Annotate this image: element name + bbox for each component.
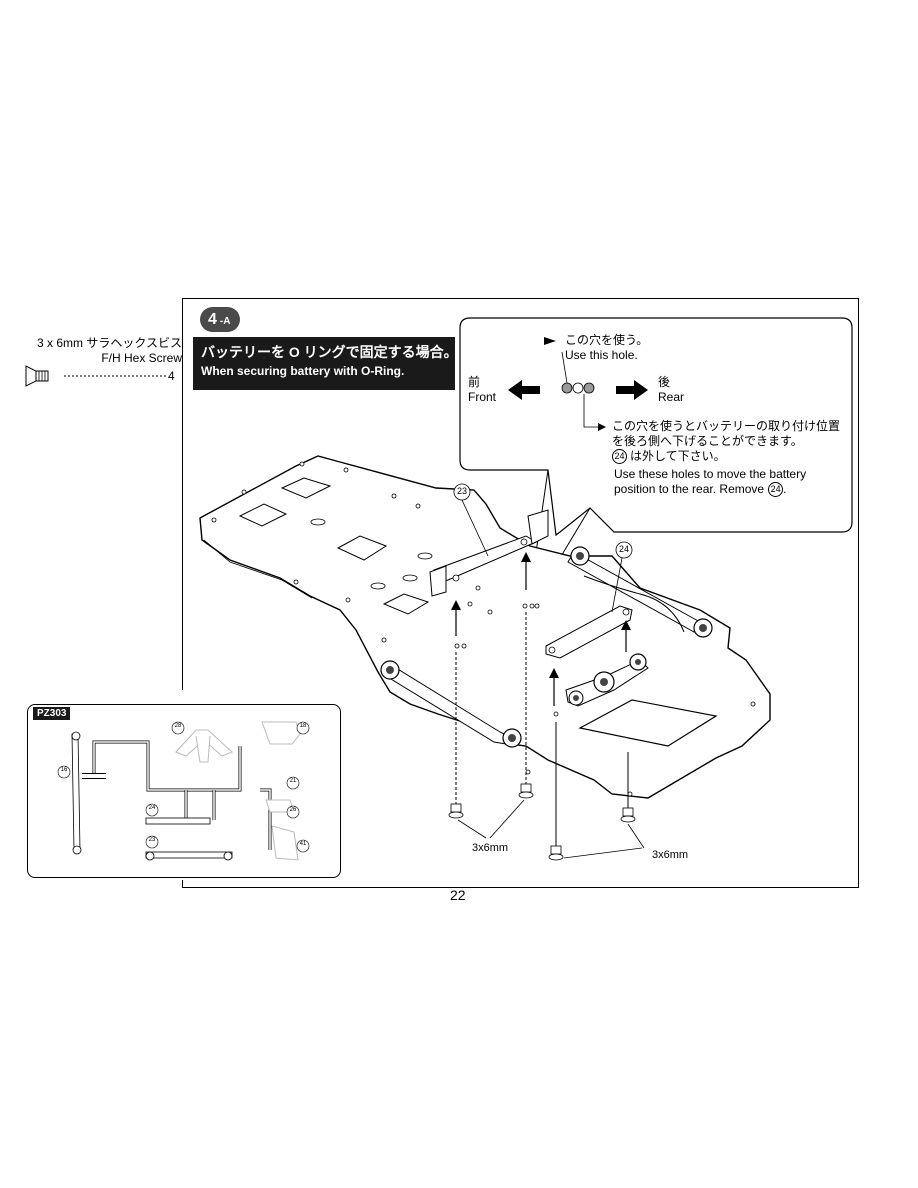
screw-2 (518, 783, 534, 799)
parts-tree-code: PZ303 (33, 707, 71, 720)
plate-cutout-4 (382, 593, 430, 615)
tree-label-18: 18 (299, 723, 307, 729)
part-24-circle (615, 541, 633, 559)
hardware-name-en: F/H Hex Screw (101, 351, 182, 365)
rear-jp: 後 (658, 375, 671, 389)
plate-cutout-rear (578, 699, 718, 747)
use-hole-jp: この穴を使う。 (565, 333, 649, 347)
front-en: Front (468, 390, 497, 404)
tree-label-16: 16 (60, 767, 68, 773)
callout-bubble (459, 317, 853, 537)
front-arrow (508, 380, 540, 400)
screw-4 (620, 807, 636, 823)
part-24-ref-circle: 24 (612, 449, 627, 464)
hole-front (561, 382, 573, 394)
flat-head-screw-icon (25, 365, 166, 387)
screw-3 (548, 845, 564, 861)
alt-line1-jp: この穴を使うとバッテリーの取り付け位置 (612, 419, 841, 433)
alt-line3: 24 は外して下さい。 (612, 449, 726, 464)
part-24-ref-circle-en: 24 (768, 482, 784, 497)
step-badge: 4-A (200, 307, 240, 332)
use-hole-en: Use this hole. (565, 348, 638, 362)
part-24-label: 24 (618, 544, 629, 554)
hardware-label: 3 x 6mm サラヘックスビス F/H Hex Screw (22, 336, 182, 366)
page-number: 22 (450, 887, 466, 903)
part-23-label: 23 (456, 486, 467, 496)
alt-line2: position to the rear. Remove 24. (614, 482, 787, 497)
step-suffix: -A (219, 316, 231, 327)
alt-line3-jp: は外して下さい。 (630, 449, 726, 463)
plate-cutout-3 (336, 535, 388, 561)
hole-rear (583, 382, 595, 394)
screw-dim-left: 3x6mm (472, 842, 509, 854)
step-title-en: When securing battery with O-Ring. (201, 364, 405, 378)
frame-left-edge (182, 298, 183, 690)
alt-line1-en: Use these holes to move the battery (614, 467, 807, 481)
step-number: 4 (208, 311, 217, 328)
step-title-box: バッテリーを O リングで固定する場合。 When securing batte… (193, 337, 458, 390)
screw-dim-right: 3x6mm (652, 849, 689, 861)
screw-1 (448, 803, 464, 819)
step-title-jp: バッテリーを O リングで固定する場合。 (201, 344, 458, 360)
hardware-quantity: 4 (168, 369, 175, 383)
tree-label-28: 28 (174, 723, 182, 729)
hole-middle (572, 382, 584, 394)
tree-label-23: 23 (148, 837, 156, 843)
step-frame (182, 298, 859, 888)
front-jp: 前 (468, 375, 481, 389)
tree-label-26: 26 (289, 807, 297, 813)
tree-label-24: 24 (148, 805, 156, 811)
part-24 (545, 605, 633, 659)
tree-label-21: 21 (289, 778, 297, 784)
alt-line2-en: position to the rear. Remove (614, 482, 765, 496)
plate-cutout-1 (280, 477, 332, 499)
use-hole-arrow (544, 337, 556, 345)
hardware-name-jp: 3 x 6mm サラヘックスビス (37, 336, 182, 350)
alt-line2-jp: を後ろ側へ下げることができます。 (612, 434, 803, 448)
tree-label-41: 41 (299, 841, 307, 847)
rear-arrow (616, 380, 648, 400)
rear-en: Rear (658, 390, 685, 404)
parts-tree-diagram (57, 721, 310, 861)
assembly-diagram (199, 317, 853, 861)
plate-cutout-2 (238, 503, 288, 527)
frame-left-edge-bottom (182, 880, 183, 888)
